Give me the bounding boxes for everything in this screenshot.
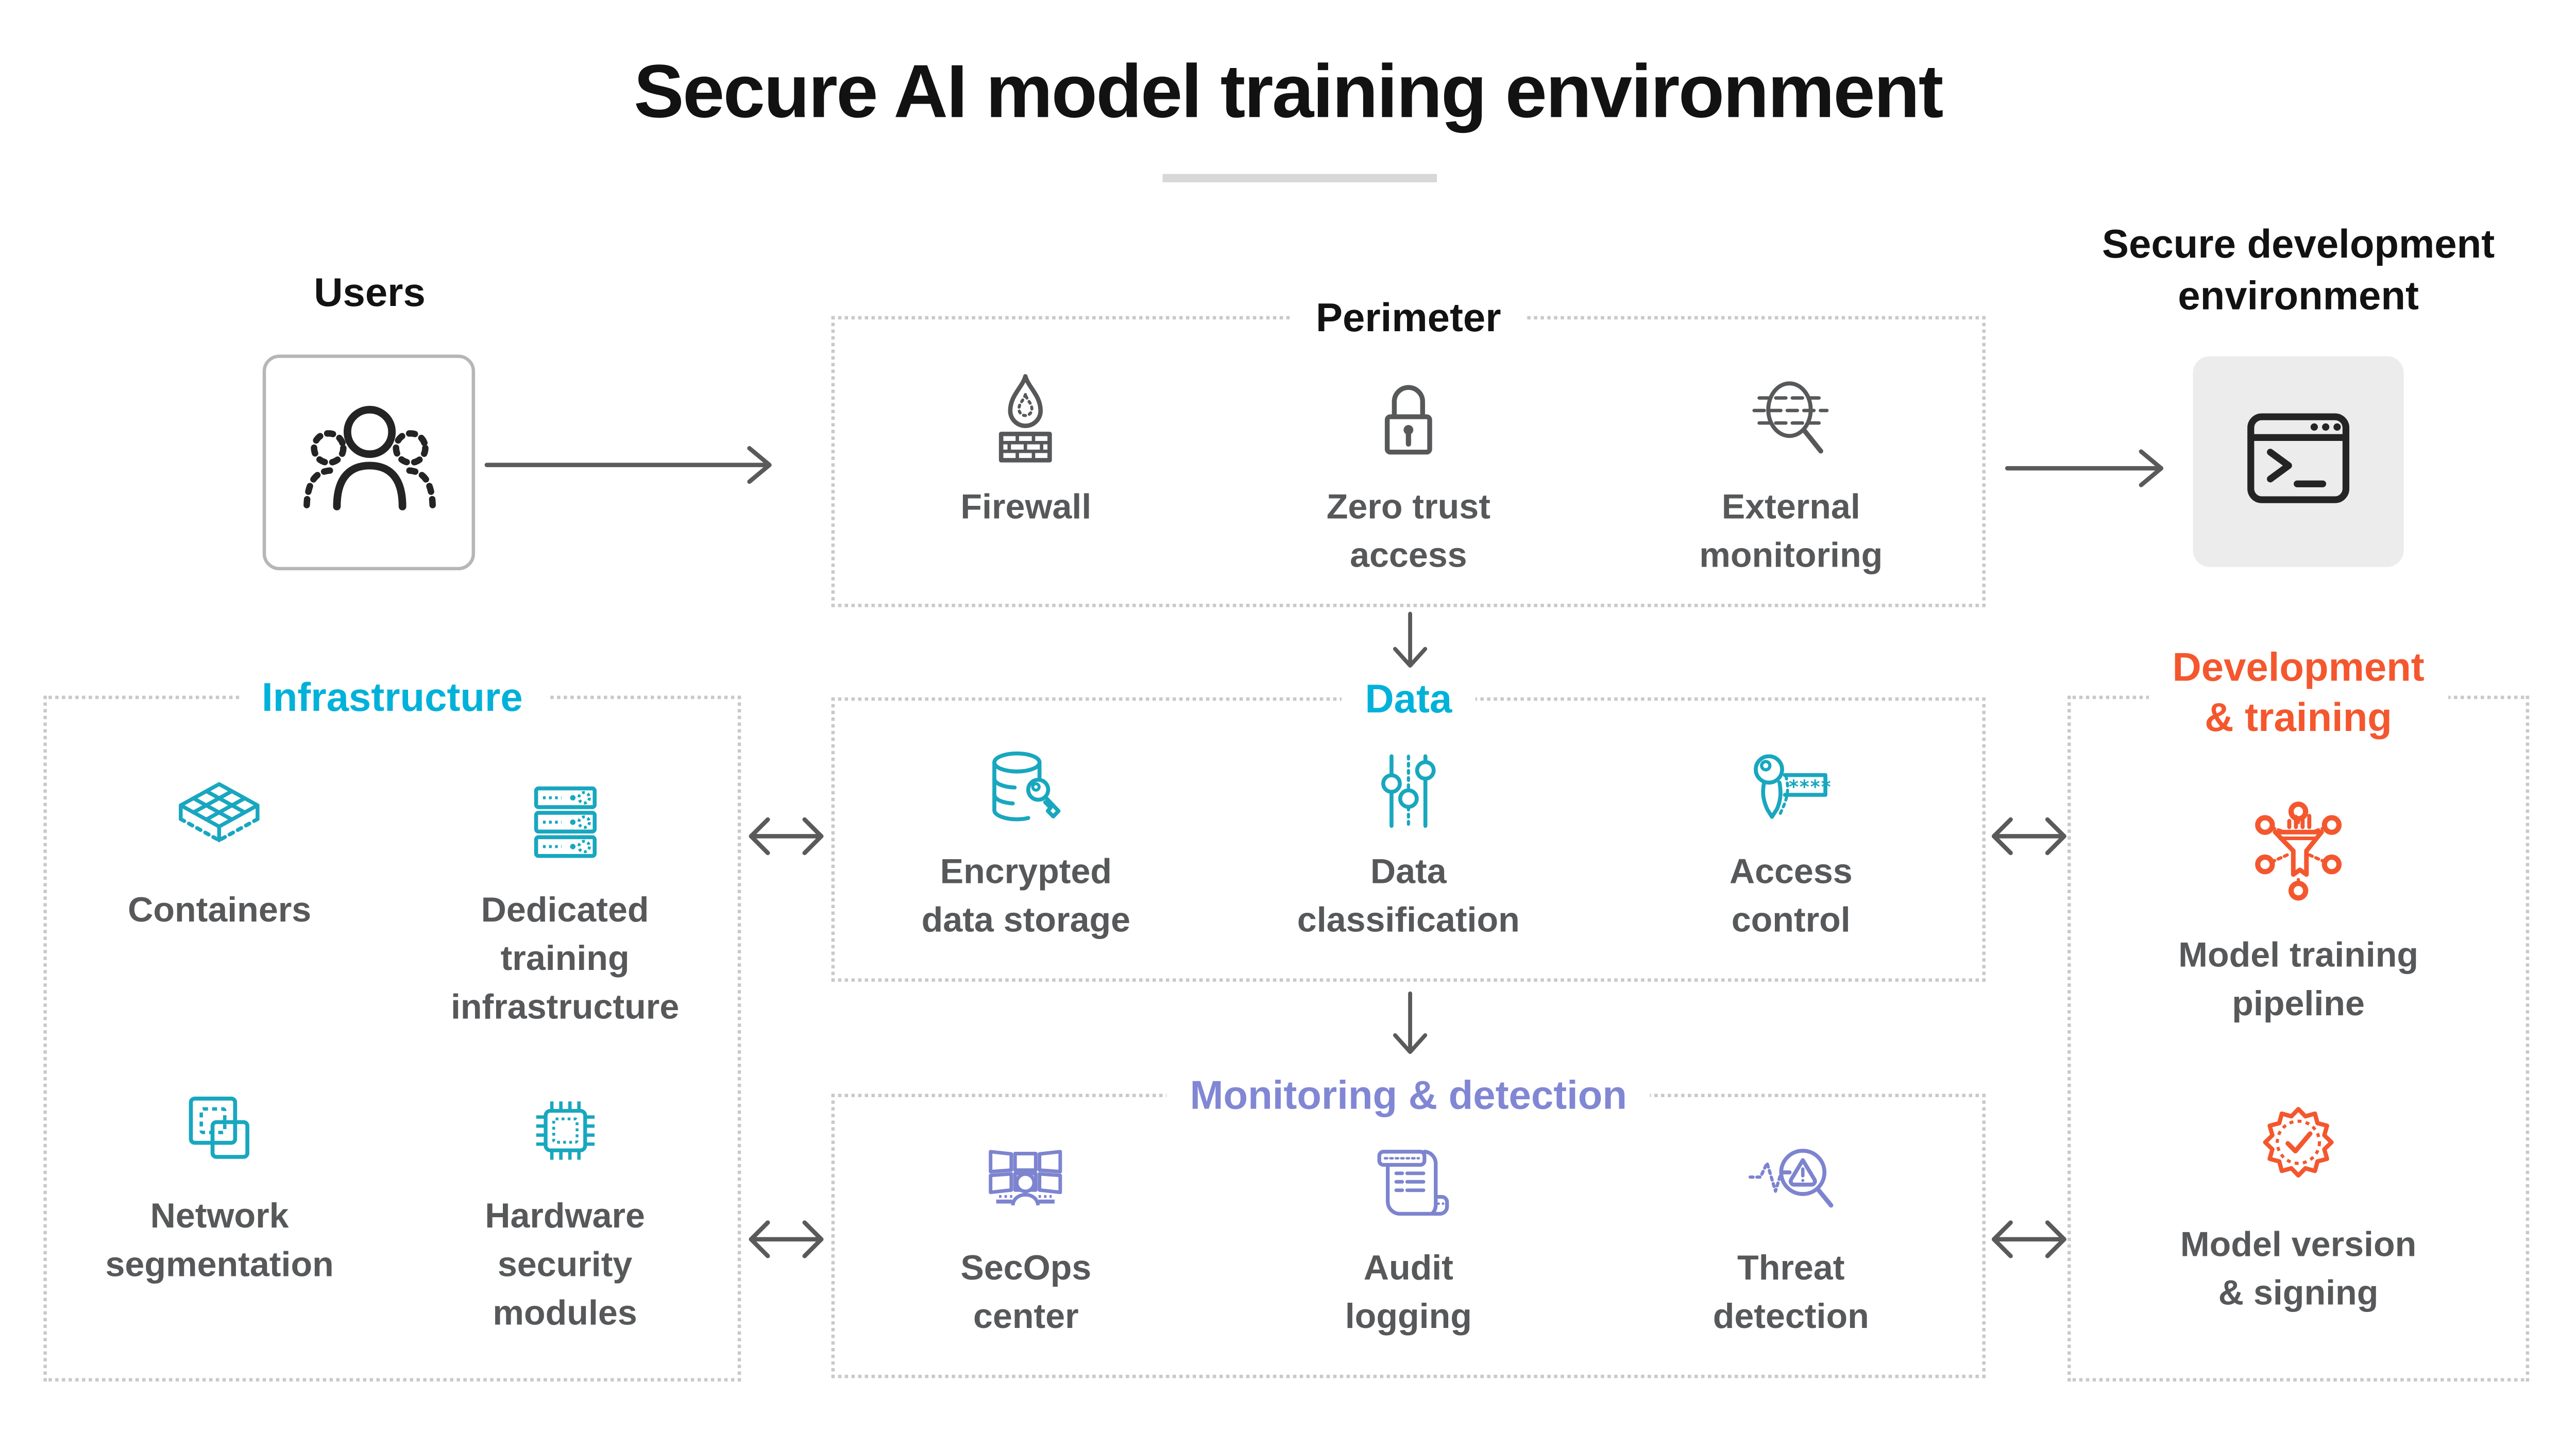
data-zone-title: Data	[1341, 675, 1476, 726]
secure-dev-box	[2193, 356, 2404, 567]
perimeter-zone: Perimeter Firewall	[831, 294, 1986, 607]
infra-item-dedicated-training: Dedicated training infrastructure	[392, 776, 737, 1032]
item-label: External monitoring	[1699, 488, 1883, 575]
arrow-infra-monitoring	[744, 1216, 828, 1263]
monitoring-zone-title: Monitoring & detection	[1166, 1072, 1651, 1122]
title-underline	[1162, 174, 1437, 182]
monitor-wall-icon	[981, 1144, 1071, 1231]
arrow-infra-data	[744, 813, 828, 860]
item-label: Zero trust access	[1326, 488, 1490, 575]
seal-check-icon	[2251, 1096, 2345, 1198]
svg-text:****: ****	[1788, 776, 1832, 798]
page-title: Secure AI model training environment	[634, 48, 1943, 134]
perimeter-item-firewall: Firewall	[835, 370, 1217, 532]
monitoring-zone: Monitoring & detection	[831, 1072, 1986, 1378]
server-rack-icon	[518, 776, 612, 873]
users-box	[262, 354, 476, 571]
item-label: Dedicated training infrastructure	[450, 891, 680, 1027]
infra-item-containers: Containers	[47, 776, 392, 1032]
perimeter-item-external-monitoring: External monitoring	[1600, 370, 1982, 581]
infra-item-network-segmentation: Network segmentation	[47, 1082, 392, 1338]
infrastructure-zone: Infrastructure Containers	[43, 674, 741, 1382]
chip-icon	[520, 1082, 610, 1179]
arrow-monitoring-development	[1987, 1216, 2071, 1263]
data-item-classification: Data classification	[1217, 747, 1600, 945]
infra-item-hsm: Hardware security modules	[392, 1082, 737, 1338]
item-label: Access control	[1729, 853, 1853, 940]
sliders-icon	[1363, 747, 1453, 834]
arrow-users-to-perimeter	[484, 440, 783, 490]
arrow-perimeter-to-data	[1388, 611, 1432, 674]
funnel-pipeline-icon	[2250, 802, 2347, 908]
padlock-icon	[1360, 370, 1457, 470]
arrow-data-development	[1987, 813, 2071, 860]
perimeter-zone-title: Perimeter	[1292, 294, 1525, 345]
scan-magnifier-icon	[1742, 370, 1839, 470]
dev-item-version-signing: Model version & signing	[2180, 1096, 2416, 1318]
terminal-icon	[2236, 399, 2360, 524]
item-label: Containers	[128, 891, 312, 930]
item-label: Threat detection	[1713, 1249, 1869, 1337]
item-label: SecOps center	[960, 1249, 1092, 1337]
firewall-icon	[977, 370, 1074, 470]
data-item-encrypted-storage: Encrypted data storage	[835, 747, 1217, 945]
item-label: Encrypted data storage	[921, 853, 1131, 940]
infrastructure-zone-title: Infrastructure	[238, 674, 547, 724]
key-password-icon: ****	[1746, 747, 1836, 834]
item-label: Model version & signing	[2180, 1225, 2417, 1313]
item-label: Data classification	[1297, 853, 1520, 940]
data-item-access-control: **** Access control	[1600, 747, 1982, 945]
monitoring-item-threat-detection: Threat detection	[1600, 1144, 1982, 1341]
users-heading: Users	[314, 270, 426, 316]
dev-item-training-pipeline: Model training pipeline	[2178, 802, 2419, 1028]
item-label: Firewall	[960, 488, 1092, 527]
scroll-log-icon	[1363, 1144, 1453, 1231]
arrow-data-to-monitoring	[1388, 991, 1432, 1070]
containers-icon	[171, 776, 268, 873]
development-zone: Development & training	[2067, 644, 2530, 1382]
monitoring-item-secops: SecOps center	[835, 1144, 1217, 1341]
item-label: Hardware security modules	[485, 1197, 645, 1333]
secure-dev-heading: Secure development environment	[2102, 222, 2495, 320]
alert-magnifier-icon	[1746, 1144, 1836, 1231]
monitoring-item-audit-logging: Audit logging	[1217, 1144, 1600, 1341]
item-label: Audit logging	[1345, 1249, 1472, 1337]
data-zone: Data Encrypted data storage	[831, 675, 1986, 982]
development-zone-title: Development & training	[2148, 644, 2448, 744]
item-label: Network segmentation	[105, 1197, 334, 1285]
database-key-icon	[981, 747, 1071, 834]
network-segmentation-icon	[174, 1082, 264, 1179]
perimeter-item-zero-trust: Zero trust access	[1217, 370, 1600, 581]
arrow-perimeter-to-dev-env	[2005, 443, 2181, 493]
item-label: Model training pipeline	[2178, 936, 2419, 1024]
users-icon	[299, 388, 439, 537]
